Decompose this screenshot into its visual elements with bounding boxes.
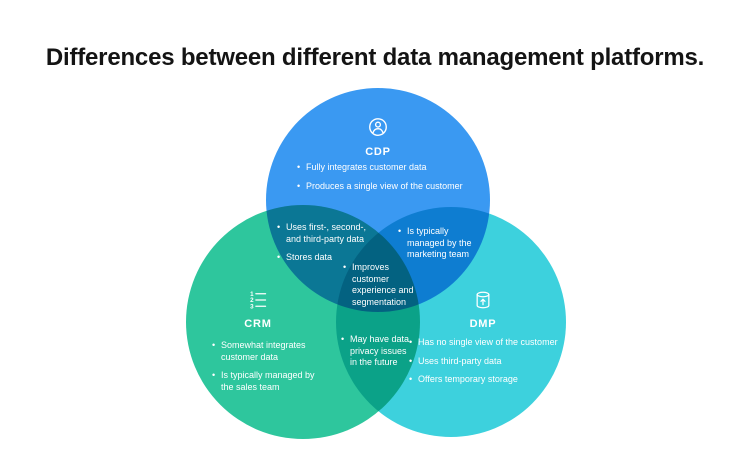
bullet: Stores data bbox=[276, 252, 378, 264]
database-icon bbox=[473, 290, 493, 310]
svg-text:2: 2 bbox=[250, 297, 254, 304]
bullet: Improves customer experience and segment… bbox=[342, 262, 418, 309]
crm-label: CRM bbox=[244, 318, 272, 330]
numbered-list-icon: 1 2 3 bbox=[248, 290, 268, 310]
bullet: Fully integrates customer data bbox=[296, 162, 476, 174]
bullet: Is typically managed by the marketing te… bbox=[397, 226, 479, 261]
bullet: Has no single view of the customer bbox=[408, 337, 560, 349]
svg-text:1: 1 bbox=[250, 291, 254, 298]
crm-bullet-list: Somewhat integrates customer data Is typ… bbox=[211, 340, 329, 401]
crm-header: 1 2 3 CRM bbox=[208, 290, 308, 330]
bullet: Somewhat integrates customer data bbox=[211, 340, 329, 363]
cdp-label: CDP bbox=[365, 146, 391, 158]
cdp-header: CDP bbox=[328, 116, 428, 158]
user-icon bbox=[367, 116, 389, 138]
cdp-bullet-list: Fully integrates customer data Produces … bbox=[296, 162, 476, 199]
crm-dmp-overlap-list: May have data privacy issues in the futu… bbox=[340, 334, 416, 376]
bullet: Produces a single view of the customer bbox=[296, 181, 476, 193]
bullet: Uses first-, second-, and third-party da… bbox=[276, 222, 378, 245]
dmp-label: DMP bbox=[469, 318, 497, 330]
bullet: Offers temporary storage bbox=[408, 374, 560, 386]
center-overlap-list: Improves customer experience and segment… bbox=[342, 262, 418, 316]
bullet: May have data privacy issues in the futu… bbox=[340, 334, 416, 369]
dmp-bullet-list: Has no single view of the customer Uses … bbox=[408, 337, 560, 393]
cdp-crm-overlap-list: Uses first-, second-, and third-party da… bbox=[276, 222, 378, 271]
bullet: Uses third-party data bbox=[408, 356, 560, 368]
bullet: Is typically managed by the sales team bbox=[211, 370, 329, 393]
dmp-header: DMP bbox=[433, 290, 533, 330]
svg-text:3: 3 bbox=[250, 303, 254, 310]
cdp-dmp-overlap-list: Is typically managed by the marketing te… bbox=[397, 226, 479, 268]
page-title: Differences between different data manag… bbox=[45, 44, 705, 72]
